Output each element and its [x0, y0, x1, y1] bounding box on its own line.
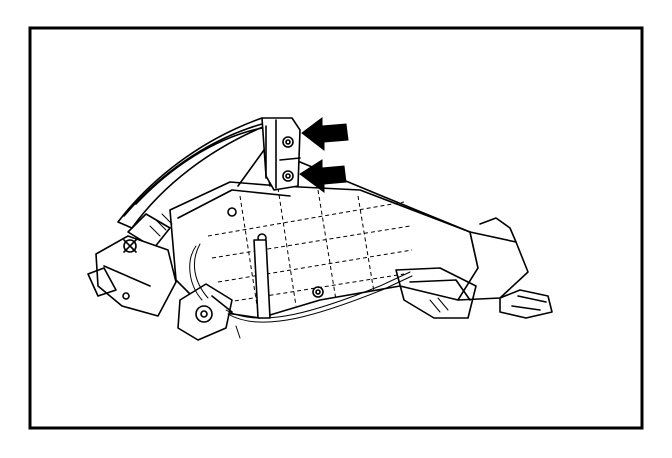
arrow-left-icon [301, 117, 349, 152]
wiring-harness [189, 243, 413, 339]
arrow-left-icon [299, 159, 347, 193]
lower-callout-arrow [299, 159, 347, 193]
headlamp-assembly [87, 117, 553, 341]
rear-socket [395, 217, 553, 319]
leveling-motor [177, 283, 233, 341]
detail-hatching [149, 213, 449, 313]
upper-callout-arrow [301, 117, 349, 152]
lower-left-bracket [87, 235, 177, 317]
upper-bracket [261, 117, 301, 191]
